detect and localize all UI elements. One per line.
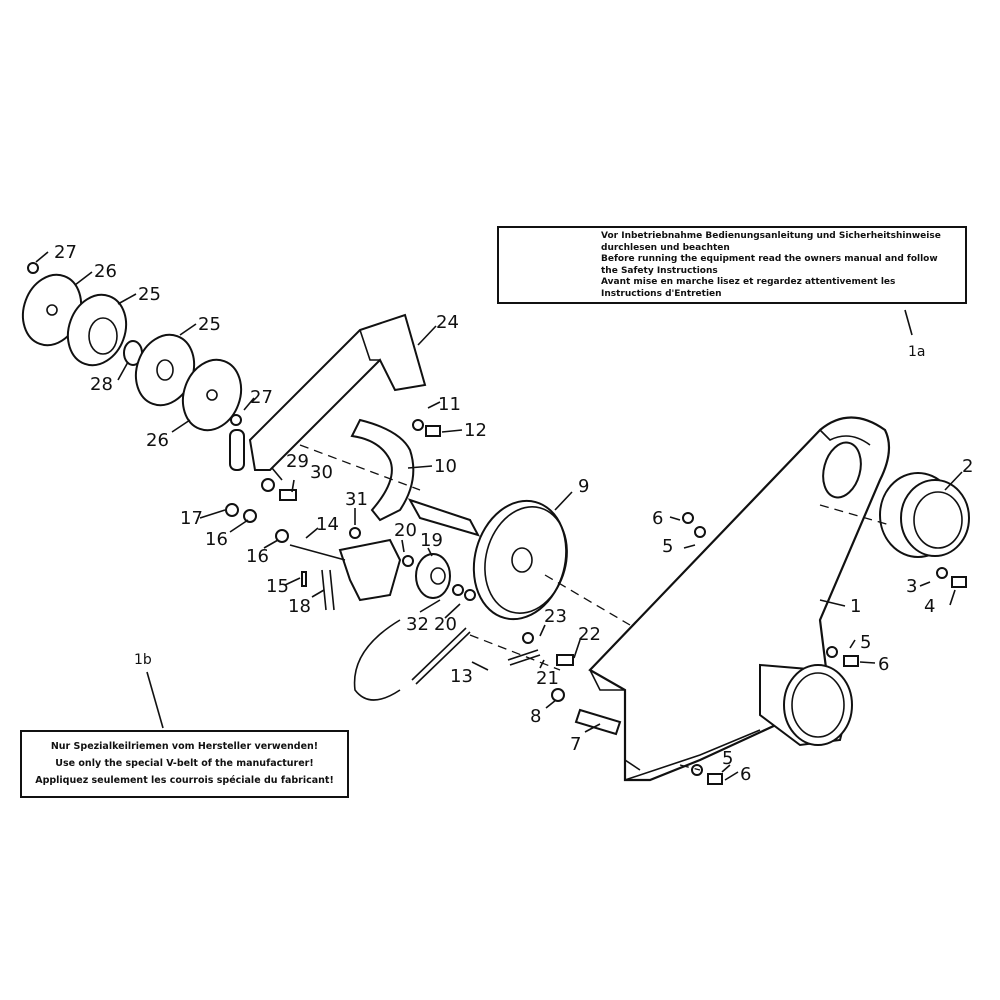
warning-1b-line: Use only the special V-belt of the manuf…	[55, 758, 314, 769]
callout-19: 19	[420, 530, 443, 551]
callout-11: 11	[438, 394, 461, 415]
callout-22: 22	[578, 624, 601, 645]
part-7-bolt	[574, 708, 622, 736]
callout-20: 20	[394, 520, 417, 541]
callout-4: 4	[924, 596, 935, 617]
callout-25: 25	[138, 284, 161, 305]
callout-31: 31	[345, 489, 368, 510]
part-13-spring	[411, 627, 471, 685]
leader-lines	[35, 251, 963, 781]
callout-6: 6	[740, 764, 751, 785]
disc-26-right	[181, 358, 243, 432]
part-2-cover	[879, 472, 970, 558]
callout-12: 12	[464, 420, 487, 441]
callout-17: 17	[180, 508, 203, 529]
callout-18: 18	[288, 596, 311, 617]
callout-32: 32	[406, 614, 429, 635]
callout-16: 16	[205, 529, 228, 550]
warning-1a-line: the Safety Instructions	[601, 265, 718, 276]
callout-24: 24	[436, 312, 459, 333]
disc-25-hub	[66, 293, 128, 367]
callout-26: 26	[146, 430, 169, 451]
part-14-lever	[289, 538, 402, 602]
warning-1a-line: Instructions d'Entretien	[601, 288, 722, 299]
callout-1a: 1a	[908, 344, 926, 360]
callout-13: 13	[450, 666, 473, 687]
warning-1a-line: durchlesen und beachten	[601, 242, 730, 253]
warning-label-1a: Vor Inbetriebnahme Bedienungsanleitung u…	[497, 226, 967, 304]
callout-7: 7	[570, 734, 581, 755]
warning-1b-line: Appliquez seulement les courrois spécial…	[35, 775, 334, 786]
callout-23: 23	[544, 606, 567, 627]
warning-1b-line: Nur Spezialkeilriemen vom Hersteller ver…	[50, 741, 319, 752]
callout-29: 29	[286, 451, 309, 472]
callout-6: 6	[878, 654, 889, 675]
callout-20: 20	[434, 614, 457, 635]
callout-labels: 27 26 25 25 28 27 26 24 11 12 10 9 2 1 6…	[54, 242, 973, 785]
callout-16: 16	[246, 546, 269, 567]
callout-5: 5	[860, 632, 871, 653]
warning-1a-line: Vor Inbetriebnahme Bedienungsanleitung u…	[601, 231, 941, 241]
callout-21: 21	[536, 668, 559, 689]
callout-28: 28	[90, 374, 113, 395]
callout-27: 27	[250, 387, 273, 408]
callout-3: 3	[906, 576, 917, 597]
callout-27: 27	[54, 242, 77, 263]
callout-1b: 1b	[134, 652, 152, 668]
callout-8: 8	[530, 706, 541, 727]
callout-14: 14	[316, 514, 339, 535]
warning-label-1b: Nur Spezialkeilriemen vom Hersteller ver…	[20, 730, 349, 798]
assembly-lines	[299, 444, 891, 771]
callout-26: 26	[94, 261, 117, 282]
callout-25: 25	[198, 314, 221, 335]
warning-1a-line: Avant mise en marche lisez et regardez a…	[601, 277, 896, 287]
part-24-bracket	[229, 313, 427, 471]
drum	[759, 663, 853, 747]
callout-2: 2	[962, 456, 973, 477]
callout-6: 6	[652, 508, 663, 529]
hardware	[27, 262, 967, 785]
part-9-pulley	[407, 498, 568, 621]
callout-5: 5	[662, 536, 673, 557]
callout-10: 10	[434, 456, 457, 477]
callout-5: 5	[722, 748, 733, 769]
callout-1: 1	[850, 596, 861, 617]
part-10-guard	[350, 418, 415, 522]
callout-9: 9	[578, 476, 589, 497]
warning-1a-line: Before running the equipment read the ow…	[601, 254, 938, 264]
callout-15: 15	[266, 576, 289, 597]
v-belt	[353, 619, 401, 701]
part-21-spring	[507, 649, 541, 666]
part-19-idler	[415, 553, 451, 599]
callout-30: 30	[310, 462, 333, 483]
